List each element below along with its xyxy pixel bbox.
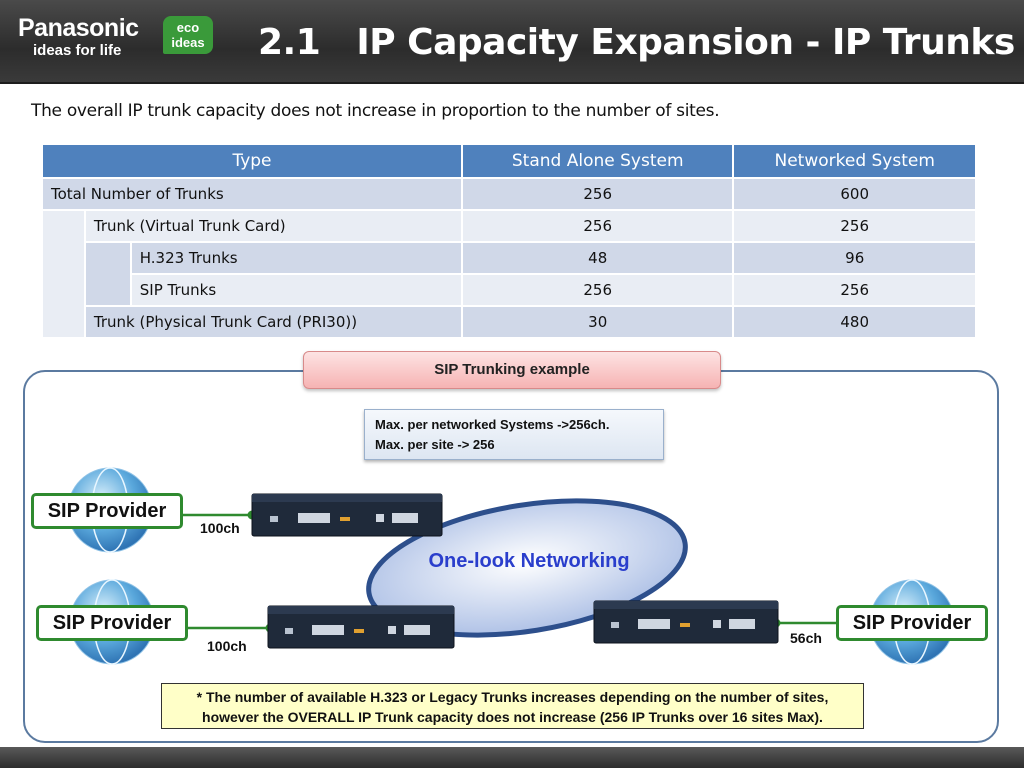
table-header-row: Type Stand Alone System Networked System bbox=[41, 143, 977, 179]
networked-value: 600 bbox=[732, 177, 977, 211]
example-title: SIP Trunking example bbox=[303, 351, 721, 389]
table-row: Trunk (Virtual Trunk Card) 256 256 bbox=[41, 209, 977, 339]
row-label: Trunk (Virtual Trunk Card) bbox=[83, 209, 464, 243]
standalone-value: 256 bbox=[460, 209, 735, 243]
networked-value: 256 bbox=[732, 209, 977, 243]
row-label: SIP Trunks bbox=[129, 273, 464, 307]
eco-badge-line2: ideas bbox=[171, 35, 205, 50]
row-label: H.323 Trunks bbox=[129, 241, 464, 275]
channel-label: 100ch bbox=[207, 638, 247, 654]
footnote-line: * The number of available H.323 or Legac… bbox=[196, 689, 829, 705]
indent-cell bbox=[41, 209, 86, 339]
slide-title: 2.1 IP Capacity Expansion - IP Trunks bbox=[258, 22, 1015, 63]
indent-cell bbox=[83, 241, 132, 307]
table-row: Trunk (Physical Trunk Card (PRI30)) 30 4… bbox=[42, 305, 977, 339]
sip-provider-box: SIP Provider bbox=[36, 605, 188, 641]
row-label: Trunk (Physical Trunk Card (PRI30)) bbox=[83, 305, 464, 339]
cloud-label: One-look Networking bbox=[428, 550, 630, 572]
eco-badge-line1: eco bbox=[176, 20, 200, 35]
note-line: Max. per site -> 256 bbox=[375, 437, 495, 452]
standalone-value: 30 bbox=[460, 305, 735, 339]
footnote-line: however the OVERALL IP Trunk capacity do… bbox=[202, 709, 823, 725]
row-label: Total Number of Trunks bbox=[41, 177, 463, 211]
table-row: SIP Trunks 256 256 bbox=[42, 273, 977, 307]
panasonic-logo: Panasonic bbox=[18, 14, 139, 42]
header-networked: Networked System bbox=[732, 143, 977, 179]
footnote: * The number of available H.323 or Legac… bbox=[161, 683, 864, 729]
sip-provider-box: SIP Provider bbox=[836, 605, 988, 641]
networked-value: 256 bbox=[732, 273, 977, 307]
intro-text: The overall IP trunk capacity does not i… bbox=[31, 101, 720, 121]
header-type: Type bbox=[41, 143, 463, 179]
sip-provider-box: SIP Provider bbox=[31, 493, 183, 529]
standalone-value: 48 bbox=[460, 241, 735, 275]
note-line: Max. per networked Systems ->256ch. bbox=[375, 417, 610, 432]
table-row: H.323 Trunks 48 96 bbox=[42, 241, 977, 307]
channel-label: 56ch bbox=[790, 630, 822, 646]
eco-ideas-badge: eco ideas bbox=[163, 16, 213, 54]
networked-value: 96 bbox=[732, 241, 977, 275]
table-row: Total Number of Trunks 256 600 bbox=[41, 177, 977, 211]
capacity-note: Max. per networked Systems ->256ch. Max.… bbox=[364, 409, 664, 460]
networked-value: 480 bbox=[732, 305, 977, 339]
capacity-table: Type Stand Alone System Networked System… bbox=[41, 143, 977, 339]
header-standalone: Stand Alone System bbox=[460, 143, 735, 179]
footer-bar bbox=[0, 747, 1024, 768]
logo-tagline: ideas for life bbox=[33, 42, 122, 59]
slide-header: Panasonic ideas for life eco ideas 2.1 I… bbox=[0, 0, 1024, 84]
standalone-value: 256 bbox=[460, 273, 735, 307]
channel-label: 100ch bbox=[200, 520, 240, 536]
standalone-value: 256 bbox=[460, 177, 735, 211]
